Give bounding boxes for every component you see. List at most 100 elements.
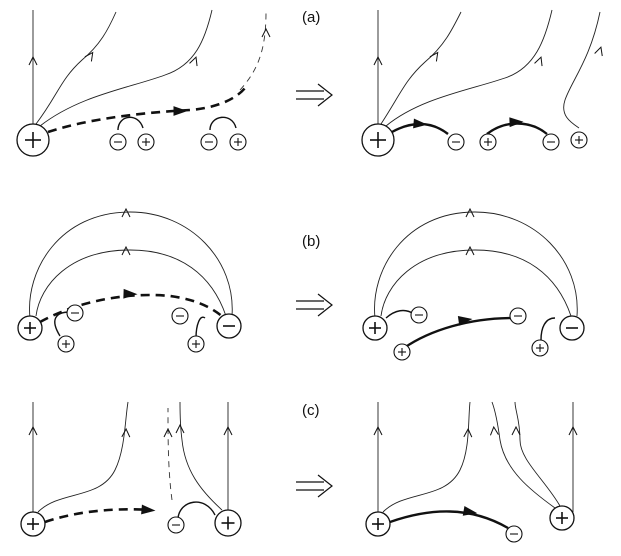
field-line — [35, 249, 227, 317]
positive-charge — [531, 339, 549, 357]
arrowhead — [429, 51, 439, 62]
positive-charge — [17, 315, 43, 341]
negative-charge — [216, 313, 242, 339]
positive-charge — [137, 133, 155, 151]
positive-charge — [570, 131, 588, 149]
bold-arrowhead — [462, 506, 478, 516]
positive-charge — [214, 509, 242, 537]
arrowhead — [84, 51, 94, 62]
positive-charge — [365, 511, 391, 537]
implies-arrow-a — [296, 83, 333, 107]
arrowhead — [534, 56, 543, 67]
arrowhead — [28, 55, 38, 66]
arrowhead — [373, 425, 383, 436]
field-line — [29, 211, 233, 319]
connecting-arc — [177, 501, 216, 519]
panel-label-c: (c) — [302, 402, 320, 419]
negative-charge — [167, 516, 185, 534]
positive-charge — [362, 315, 388, 341]
thick-field-line — [389, 510, 509, 530]
negative-charge — [109, 133, 127, 151]
arrowhead — [568, 425, 578, 436]
arrowhead — [465, 245, 475, 256]
field-line — [374, 211, 578, 319]
panel-c-after — [377, 401, 574, 530]
bold-arrowhead — [509, 117, 524, 128]
arrowhead — [465, 207, 475, 218]
panel-label-b: (b) — [302, 233, 320, 250]
field-line — [179, 401, 223, 511]
field-line — [380, 249, 572, 317]
dashed-field-line — [167, 407, 173, 501]
bold-arrowhead — [123, 288, 138, 299]
arrowhead — [511, 425, 521, 436]
negative-charge — [447, 133, 465, 151]
positive-charge — [187, 335, 205, 353]
connecting-arc — [385, 309, 415, 319]
positive-charge — [479, 133, 497, 151]
panel-b-after — [374, 211, 578, 349]
thick-field-line — [486, 122, 548, 135]
negative-charge — [66, 304, 84, 322]
dashed-field-line — [239, 11, 267, 91]
connecting-arc — [540, 317, 556, 341]
positive-charge — [393, 343, 411, 361]
charges — [16, 123, 588, 543]
panel-b-before — [29, 211, 233, 339]
field-line — [37, 401, 129, 513]
positive-charge — [57, 335, 75, 353]
bold-arrowhead — [413, 118, 428, 129]
field-line — [35, 11, 117, 125]
arrowhead — [261, 27, 271, 38]
negative-charge — [509, 307, 527, 325]
arrowhead — [175, 423, 185, 434]
arrowhead — [594, 46, 603, 57]
positive-charge — [229, 133, 247, 151]
field-line — [39, 9, 213, 127]
negative-charge — [200, 133, 218, 151]
panel-c-before — [32, 401, 229, 524]
negative-charge — [542, 133, 560, 151]
arrowheads — [28, 27, 603, 516]
negative-charge — [171, 307, 189, 325]
dashed-field-line — [47, 87, 246, 134]
arrowhead — [463, 427, 473, 438]
field-line — [380, 11, 462, 125]
bold-arrowhead — [457, 316, 473, 326]
implies-arrow-c — [296, 474, 333, 498]
arrowhead — [121, 427, 131, 438]
positive-charge — [361, 123, 395, 157]
arrowhead — [121, 245, 131, 256]
thick-field-line — [403, 316, 513, 349]
positive-charge — [549, 505, 575, 531]
negative-charge — [559, 315, 585, 341]
arrowhead — [163, 427, 173, 438]
positive-charge — [16, 123, 50, 157]
bold-arrowhead — [173, 106, 188, 116]
panel-a: (a) — [32, 9, 601, 135]
arrowhead — [373, 55, 383, 66]
panel-label-a: (a) — [302, 9, 320, 26]
field-line — [563, 11, 601, 129]
panel-a-before — [32, 9, 267, 134]
field-line — [385, 9, 553, 127]
field-line — [514, 401, 561, 507]
panel-a-after — [377, 9, 601, 135]
connecting-arc — [209, 116, 237, 131]
field-line — [491, 401, 556, 509]
arrowhead — [489, 425, 499, 436]
panel-c: (c) — [32, 401, 574, 530]
implies-arrow-b — [296, 293, 333, 317]
arrowhead — [223, 425, 233, 436]
bold-arrowhead — [141, 504, 156, 515]
panel-b: (b) — [29, 211, 578, 349]
arrowhead — [28, 425, 38, 436]
negative-charge — [410, 306, 428, 324]
connecting-arc — [195, 316, 206, 339]
arrowhead — [121, 207, 131, 218]
positive-charge — [20, 511, 46, 537]
arrowhead — [189, 56, 198, 67]
negative-charge — [505, 525, 523, 543]
field-line — [382, 401, 471, 513]
